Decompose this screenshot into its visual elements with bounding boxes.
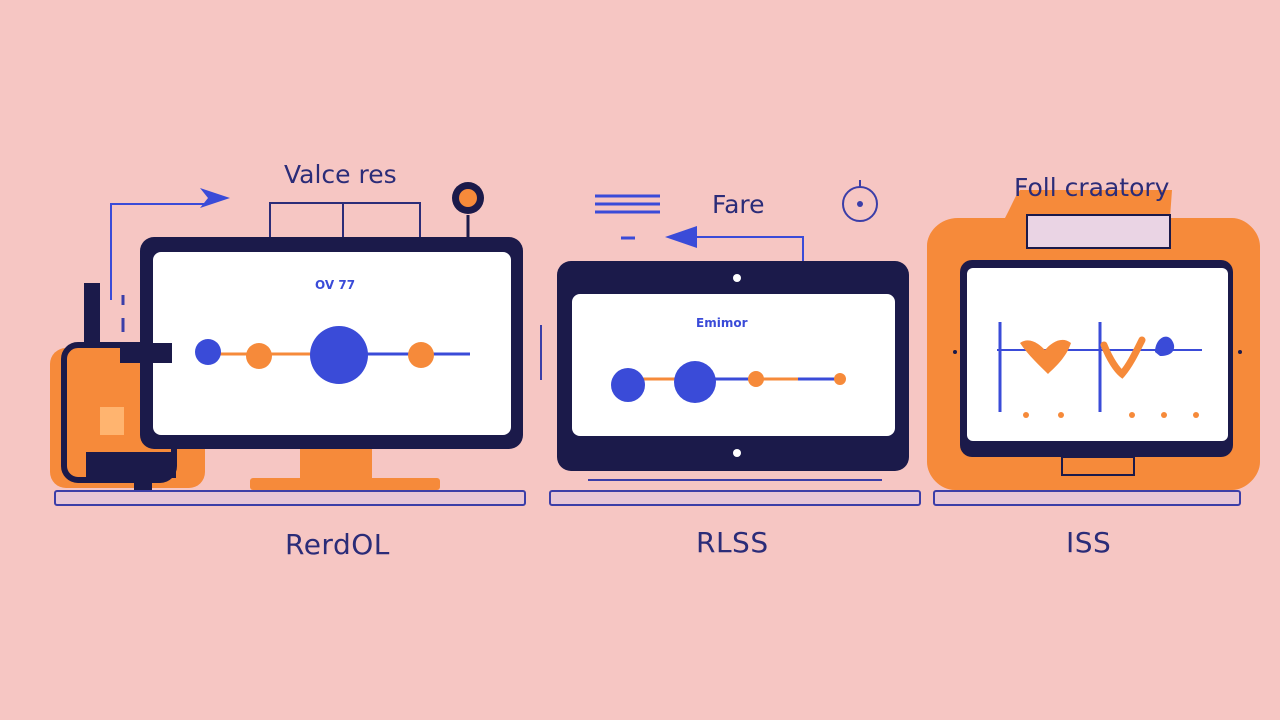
tablet-screen — [572, 294, 895, 436]
dot — [834, 373, 846, 385]
pin-icon — [452, 182, 484, 237]
monitor-3-wave — [997, 322, 1202, 412]
monitor-1-stand — [300, 448, 372, 482]
dot — [1193, 412, 1199, 418]
shelf-3 — [933, 490, 1241, 506]
dot — [1129, 412, 1135, 418]
arrow-left-icon — [665, 226, 804, 261]
monitor-3-stand — [1061, 456, 1135, 476]
panel-3-caption: ISS — [1066, 526, 1112, 559]
arrow-right-icon — [110, 188, 230, 300]
timer-icon — [842, 180, 878, 222]
monitor-3-screen — [967, 268, 1228, 441]
panel-2-caption: RLSS — [696, 526, 769, 559]
panel-3-title: Foll craatory — [1014, 173, 1170, 202]
dot — [1161, 412, 1167, 418]
dot — [408, 342, 434, 368]
panel-2 — [540, 180, 921, 506]
monitor-1-base — [250, 478, 440, 490]
panel-1-title: Valce res — [284, 160, 397, 189]
dot — [246, 343, 272, 369]
panel-1-caption: RerdOL — [285, 528, 390, 561]
dot — [310, 326, 368, 384]
dot — [195, 339, 221, 365]
dot — [748, 371, 764, 387]
panel-2-title: Fare — [712, 190, 765, 219]
shelf-2 — [549, 490, 921, 506]
tablet-camera — [733, 274, 741, 282]
tablet-dot-track — [611, 361, 846, 403]
menu-lines-icon — [595, 194, 660, 240]
panel-3 — [927, 190, 1260, 506]
monitor-3-dots — [1023, 412, 1199, 418]
panel-1-screen-label: OV 77 — [315, 278, 356, 292]
tablet-home-button — [733, 449, 741, 457]
panel-1 — [50, 182, 526, 506]
panel-2-screen-label: Emimor — [696, 316, 748, 330]
dot — [611, 368, 645, 402]
title-plate — [1026, 214, 1171, 249]
shelf-1 — [54, 490, 526, 506]
dot — [1058, 412, 1064, 418]
monitor-1-dot-track — [195, 326, 470, 384]
dot — [674, 361, 716, 403]
connector-bracket — [269, 202, 421, 237]
dot — [1023, 412, 1029, 418]
